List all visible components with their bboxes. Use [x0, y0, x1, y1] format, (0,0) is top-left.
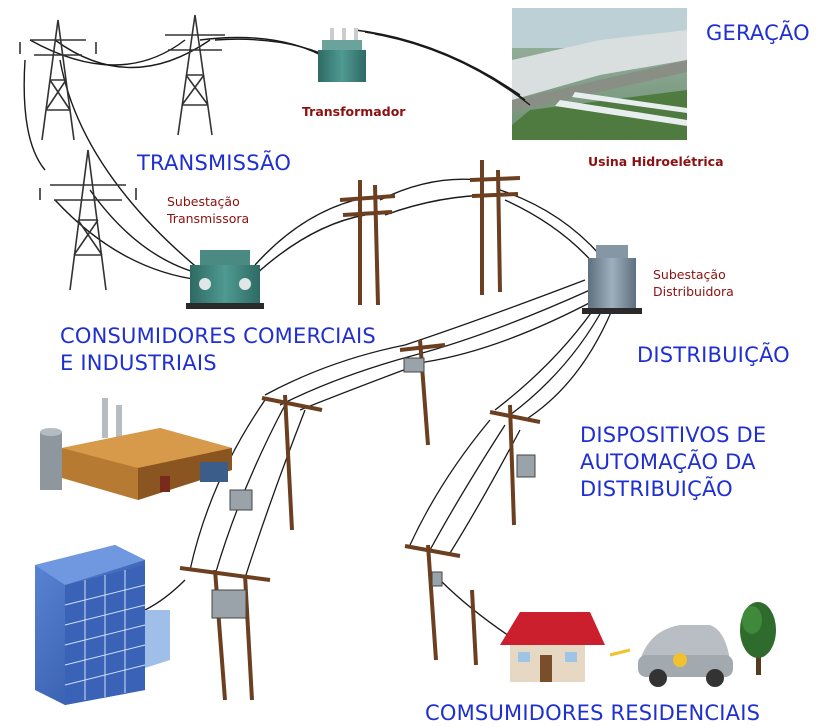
- distribution-lines: [144, 279, 613, 641]
- transmission-label: TRANSMISSÃO: [137, 151, 292, 175]
- hydroelectric-plant-image: [512, 8, 830, 140]
- transmission-substation-label-line: Transmissora: [167, 211, 250, 226]
- wooden-pole: [469, 160, 521, 295]
- wooden-pole: [179, 566, 271, 701]
- tree: [740, 602, 776, 675]
- wooden-pole: [404, 544, 478, 666]
- wooden-pole: [261, 394, 323, 531]
- office-building: [35, 545, 170, 705]
- transmission-tower: [165, 14, 225, 136]
- factory-building: [40, 398, 232, 500]
- hydroelectric-plant-label: Usina Hidroelétrica: [588, 154, 724, 169]
- automation-device: [211, 357, 536, 619]
- distribution-label: DISTRIBUIÇÃO: [637, 343, 790, 367]
- automation-devices-label-line: DISPOSITIVOS DE: [580, 423, 767, 447]
- automation-devices-label-line: AUTOMAÇÃO DA: [580, 450, 756, 474]
- generation-label: GERAÇÃO: [706, 21, 810, 45]
- commercial-consumers-label-line: CONSUMIDORES COMERCIAIS: [60, 324, 376, 348]
- transformer-equipment: [318, 28, 366, 82]
- transmission-substation-label-line: Subestação: [167, 194, 240, 209]
- transformer-label: Transformador: [302, 104, 406, 119]
- wooden-pole: [399, 339, 446, 446]
- distribution-substation-label-line: Distribuidora: [653, 284, 734, 299]
- distribution-substation-label: Subestação Distribuidora: [653, 266, 734, 300]
- transmission-substation: [186, 250, 264, 309]
- automation-devices-label: DISPOSITIVOS DE AUTOMAÇÃO DA DISTRIBUIÇÃ…: [580, 422, 766, 503]
- house-building: [500, 612, 605, 682]
- commercial-consumers-label-line: E INDUSTRIAIS: [60, 351, 217, 375]
- wooden-pole: [489, 404, 541, 526]
- distribution-substation: [582, 245, 642, 314]
- transmission-tower: [19, 19, 97, 141]
- electric-car: [609, 625, 733, 687]
- commercial-industrial-consumers-label: CONSUMIDORES COMERCIAIS E INDUSTRIAIS: [60, 323, 376, 377]
- residential-consumers-label: COMSUMIDORES RESIDENCIAIS: [425, 701, 761, 725]
- transmission-lines: [23, 29, 601, 281]
- wooden-pole: [339, 180, 396, 306]
- distribution-substation-label-line: Subestação: [653, 267, 726, 282]
- automation-devices-label-line: DISTRIBUIÇÃO: [580, 477, 733, 501]
- transmission-substation-label: Subestação Transmissora: [167, 193, 249, 227]
- transmission-tower: [39, 149, 137, 291]
